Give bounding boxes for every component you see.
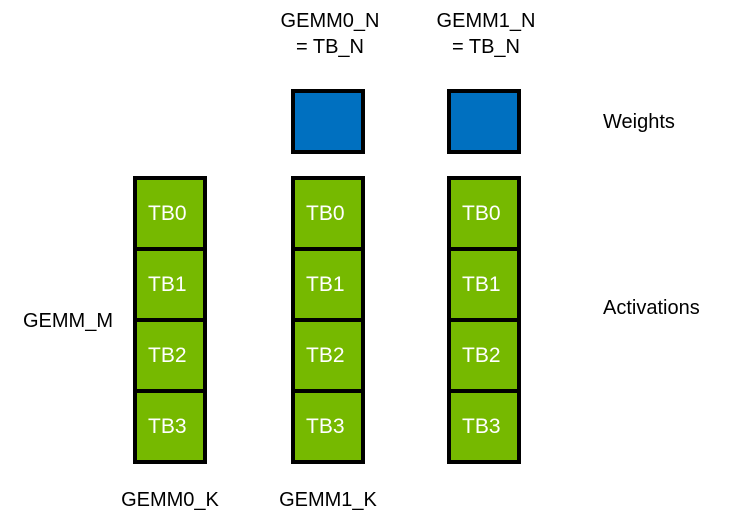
activations-label: Activations [603, 297, 700, 319]
tile-label: TB2 [306, 343, 345, 367]
tile-label: TB3 [306, 414, 345, 438]
tile-block: TB2 [447, 318, 521, 393]
tile-label: TB0 [148, 201, 187, 225]
tile-block: TB3 [291, 389, 365, 464]
tile-block: TB2 [291, 318, 365, 393]
tile-block: TB2 [133, 318, 207, 393]
tile-block: TB1 [133, 247, 207, 322]
activations-column-0: TB0 TB1 TB2 TB3 [133, 176, 207, 464]
tile-label: TB2 [148, 343, 187, 367]
tile-label: TB3 [462, 414, 501, 438]
tile-label: TB3 [148, 414, 187, 438]
tile-label: TB1 [306, 272, 345, 296]
tile-label: TB1 [462, 272, 501, 296]
weights-box-gemm0 [291, 89, 365, 154]
tile-block: TB1 [291, 247, 365, 322]
gemm-m-label: GEMM_M [23, 310, 113, 332]
tile-label: TB0 [306, 201, 345, 225]
gemm0-k-label: GEMM0_K [121, 489, 219, 511]
activations-column-1: TB0 TB1 TB2 TB3 [291, 176, 365, 464]
activations-column-2: TB0 TB1 TB2 TB3 [447, 176, 521, 464]
column-header-gemm1-n: GEMM1_N = TB_N [436, 10, 536, 58]
tile-label: TB2 [462, 343, 501, 367]
tile-block: TB3 [133, 389, 207, 464]
weights-box-gemm1 [447, 89, 521, 154]
tile-label: TB0 [462, 201, 501, 225]
tile-block: TB0 [133, 176, 207, 251]
tile-block: TB0 [447, 176, 521, 251]
gemm1-k-label: GEMM1_K [279, 489, 377, 511]
tile-block: TB3 [447, 389, 521, 464]
tile-label: TB1 [148, 272, 187, 296]
weights-label: Weights [603, 111, 675, 133]
tile-block: TB1 [447, 247, 521, 322]
column-header-gemm0-n: GEMM0_N = TB_N [280, 10, 380, 58]
tile-block: TB0 [291, 176, 365, 251]
